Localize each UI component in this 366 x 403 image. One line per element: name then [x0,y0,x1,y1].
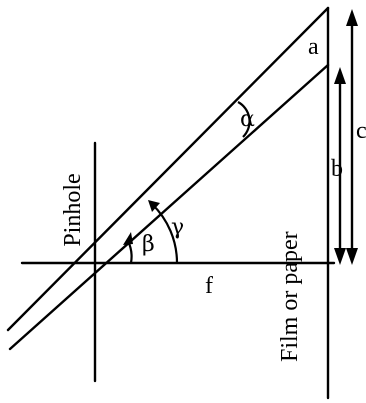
label-film-or-paper: Film or paper [277,231,303,362]
label-f: f [205,273,213,299]
gamma-arrowhead [148,200,160,212]
alpha-angle-arc [237,101,251,138]
label-beta: β [142,232,155,257]
dimension-c-arrow-top [346,9,358,26]
gamma-angle-arc [151,203,179,264]
label-gamma: γ [171,215,184,240]
label-alpha: α [240,107,255,132]
dimension-b-arrow-bottom [334,248,346,265]
dimension-c-arrow-bottom [346,248,358,265]
label-pinhole: Pinhole [60,173,86,246]
label-c: c [356,118,366,144]
beta-arrowhead [123,232,133,245]
label-b: b [331,156,343,182]
dimension-b-arrow-top [334,67,346,84]
ray-top-b [8,63,330,351]
label-a: a [308,34,319,60]
ray-top-c [6,6,330,332]
